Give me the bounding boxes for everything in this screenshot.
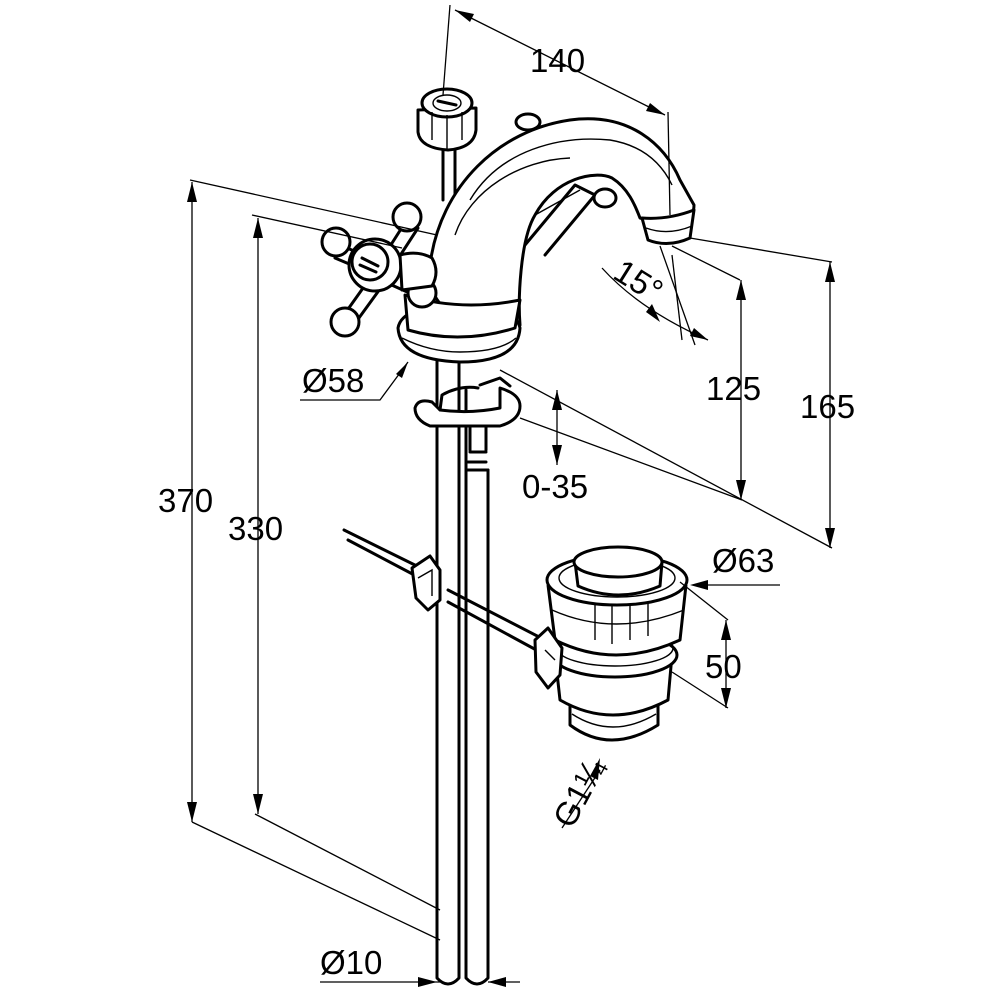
dim-63-label: Ø63 — [712, 542, 774, 579]
dim-15deg-label: 15° — [608, 252, 670, 310]
dim-370-label: 370 — [158, 482, 213, 519]
waste-plug — [572, 545, 664, 579]
valve-cap — [416, 87, 478, 152]
mounting-bracket — [413, 386, 522, 428]
dim-thread-label: G1¹⁄₄ — [546, 751, 613, 834]
dim-10-label: Ø10 — [320, 944, 382, 981]
cross-handle[interactable] — [320, 201, 438, 338]
dim-165-label: 165 — [800, 388, 855, 425]
pull-rod — [342, 528, 427, 580]
pop-up-waste — [342, 528, 689, 742]
waste-lever — [446, 588, 547, 654]
dim-125-label: 125 — [706, 370, 761, 407]
faucet-body — [320, 87, 696, 986]
dim-140-label: 140 — [530, 42, 585, 79]
dim-0-35-label: 0-35 — [522, 468, 588, 505]
dimension-lines — [187, 4, 835, 987]
supply-pipe — [464, 388, 490, 986]
supply-pipe — [435, 358, 461, 986]
control-rod — [441, 143, 457, 202]
dim-58-label: Ø58 — [302, 362, 364, 399]
dim-330-label: 330 — [228, 510, 283, 547]
dim-50-label: 50 — [705, 648, 742, 685]
rod-clamp — [410, 554, 442, 612]
